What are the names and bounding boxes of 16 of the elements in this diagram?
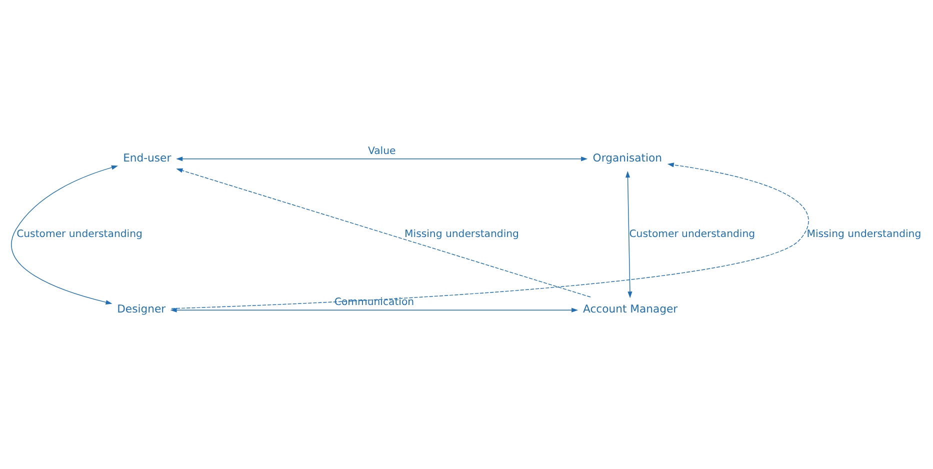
node-text: Account Manager bbox=[582, 302, 678, 316]
arrow bbox=[625, 171, 632, 298]
edge-label: Customer understanding bbox=[629, 229, 756, 240]
arrow bbox=[170, 308, 578, 312]
node-text: End-user bbox=[123, 151, 172, 164]
edge-label: Missing understanding bbox=[806, 229, 922, 240]
node-text: Organisation bbox=[592, 151, 662, 164]
edge-label: Value bbox=[368, 146, 396, 157]
edge-label: Communication bbox=[334, 297, 414, 308]
edge-label: Missing understanding bbox=[404, 229, 519, 240]
arrow bbox=[176, 168, 591, 298]
arrow bbox=[11, 165, 118, 304]
arrow bbox=[171, 162, 809, 309]
node-text: Designer bbox=[117, 302, 166, 316]
edge-label: Customer understanding bbox=[16, 229, 142, 240]
arrow bbox=[176, 156, 588, 162]
